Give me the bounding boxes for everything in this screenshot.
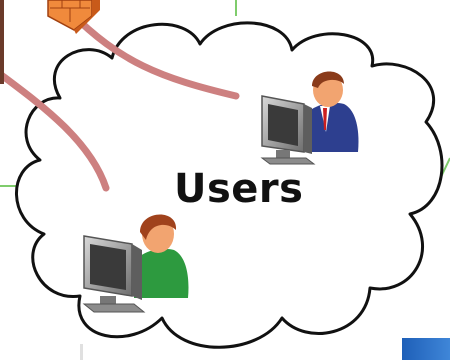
device-edge	[0, 0, 4, 84]
firewall-icon	[47, 0, 100, 34]
panel-edge	[80, 344, 83, 360]
link-line-firewall	[66, 8, 240, 100]
device-corner	[402, 338, 450, 360]
business-user-at-computer-icon	[260, 71, 359, 165]
cloud-label: Users	[174, 166, 304, 212]
link-line-left	[0, 70, 110, 192]
casual-user-at-computer-icon	[82, 214, 189, 313]
